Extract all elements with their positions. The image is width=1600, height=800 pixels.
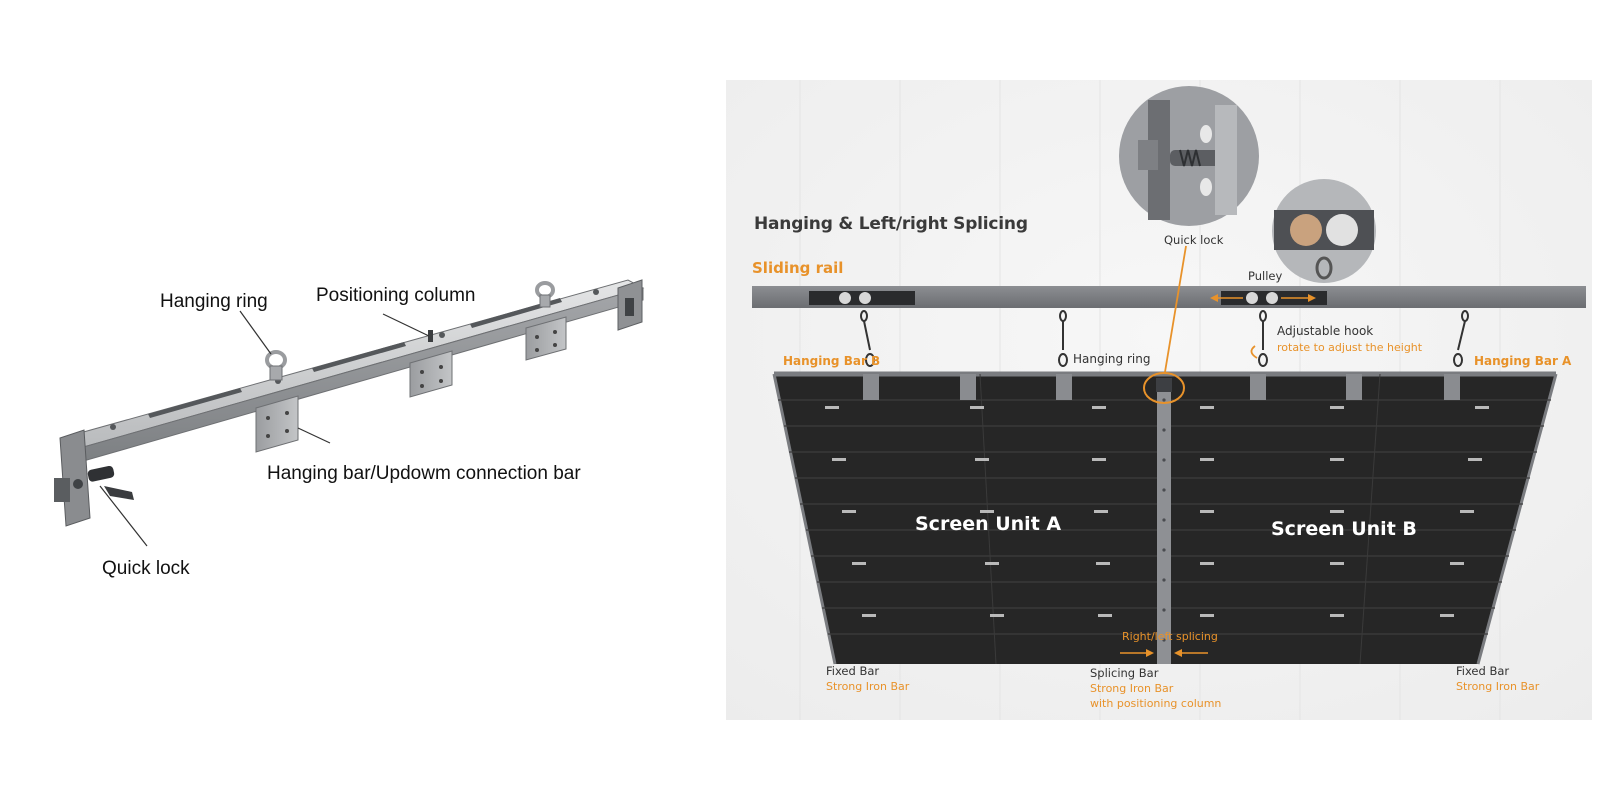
label-fixed-bar-left-note: Strong Iron Bar — [826, 680, 910, 693]
hanging-bar-illustration — [54, 279, 645, 547]
label-adjustable-hook-note: rotate to adjust the height — [1277, 341, 1423, 354]
label-screen-unit-a: Screen Unit A — [915, 513, 1062, 535]
label-sliding-rail: Sliding rail — [752, 259, 844, 277]
label-fixed-bar-right: Fixed Bar — [1456, 664, 1510, 678]
label-hanging-ring: Hanging ring — [160, 291, 268, 312]
label-hanging-bar-b: Hanging Bar B — [783, 354, 881, 368]
label-splicing-bar-note-1: Strong Iron Bar — [1090, 682, 1174, 695]
label-hanging-ring-detail: Hanging ring — [1073, 352, 1151, 366]
label-quick-lock-detail: Quick lock — [1164, 233, 1224, 247]
diagram-title: Hanging & Left/right Splicing — [754, 214, 1028, 234]
label-positioning-column: Positioning column — [316, 285, 476, 306]
label-screen-unit-b: Screen Unit B — [1271, 518, 1417, 540]
label-adjustable-hook: Adjustable hook — [1277, 324, 1374, 338]
label-hanging-bar: Hanging bar/Updowm connection bar — [267, 463, 581, 484]
splicing-illustration — [726, 80, 1592, 720]
label-splicing-bar-note-2: with positioning column — [1090, 697, 1222, 710]
label-fixed-bar-left: Fixed Bar — [826, 664, 880, 678]
label-splicing-bar: Splicing Bar — [1090, 666, 1159, 680]
label-fixed-bar-right-note: Strong Iron Bar — [1456, 680, 1540, 693]
label-pulley: Pulley — [1248, 269, 1283, 283]
label-hanging-bar-a: Hanging Bar A — [1474, 354, 1572, 368]
label-quick-lock: Quick lock — [102, 558, 190, 579]
label-right-left-splicing: Right/left splicing — [1122, 630, 1218, 643]
